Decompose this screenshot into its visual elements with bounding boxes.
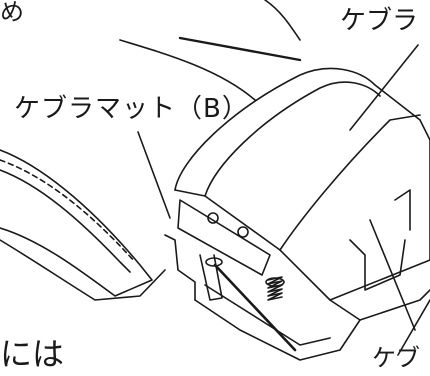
- label-fragment-bottom: には: [0, 335, 65, 373]
- latch-plate: [177, 199, 271, 276]
- diagonal-rod: [213, 263, 297, 352]
- left-strap-outer: [0, 149, 153, 297]
- pivot-post: [199, 254, 223, 301]
- cover-right-face: [279, 119, 430, 301]
- label-kevlar-top-right: ケブラ: [340, 6, 419, 36]
- left-strap-inner: [0, 169, 131, 273]
- label-fragment-top: め: [0, 0, 24, 26]
- housing-right: [329, 289, 430, 321]
- left-strap-lower: [0, 239, 166, 301]
- housing-inner: [204, 284, 331, 346]
- left-strap-dashed: [0, 159, 136, 263]
- housing-left: [164, 234, 196, 301]
- leader-top-right: [349, 44, 419, 131]
- cover-top: [174, 67, 421, 191]
- right-bracket: [349, 239, 406, 291]
- top-line-1: [119, 39, 256, 101]
- cover-front-edge: [174, 189, 281, 251]
- leader-main: [137, 131, 171, 219]
- latch-hole-right: [237, 226, 249, 238]
- housing-base: [194, 299, 361, 361]
- spring: [267, 276, 283, 301]
- leader-bottom-right: [369, 219, 416, 331]
- top-line-3: [264, 0, 301, 41]
- spring-cap: [265, 277, 285, 287]
- right-bracket-inner: [394, 189, 411, 231]
- pivot-cap: [205, 257, 223, 267]
- top-line-2: [178, 36, 302, 62]
- label-kevlar-bottom-right: ケブ: [372, 344, 420, 372]
- cover-roll: [204, 81, 381, 197]
- latch-hole-left: [207, 212, 219, 224]
- label-kevlar-mat-b: ケブラマット（B）: [14, 94, 249, 124]
- cover-side: [279, 114, 421, 251]
